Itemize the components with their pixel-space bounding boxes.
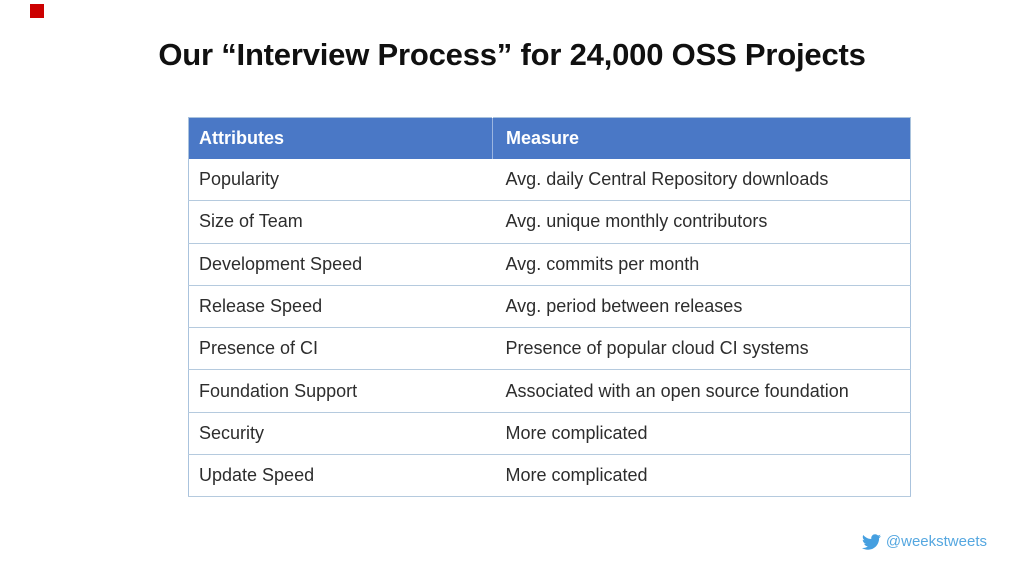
red-square-marker [30, 4, 44, 18]
twitter-bird-icon [861, 533, 881, 550]
attribute-cell: Development Speed [188, 243, 493, 286]
measure-cell: Presence of popular cloud CI systems [492, 327, 911, 371]
table-row: Update Speed More complicated [188, 454, 911, 498]
attribute-cell: Release Speed [188, 285, 493, 329]
measure-cell: Avg. daily Central Repository downloads [492, 159, 911, 202]
measure-cell: Avg. commits per month [492, 243, 911, 286]
table-row: Presence of CI Presence of popular cloud… [188, 327, 911, 371]
attribute-cell: Presence of CI [188, 327, 493, 371]
twitter-footer: @weekstweets [861, 533, 987, 550]
table-row: Release Speed Avg. period between releas… [188, 285, 911, 329]
measure-cell: Avg. period between releases [492, 285, 911, 329]
attribute-cell: Foundation Support [188, 369, 493, 413]
header-cell-measure: Measure [492, 117, 911, 159]
attribute-cell: Size of Team [188, 200, 493, 244]
table-header-row: Attributes Measure [188, 117, 911, 159]
attribute-cell: Security [188, 412, 493, 456]
table-row: Size of Team Avg. unique monthly contrib… [188, 200, 911, 244]
measure-cell: Associated with an open source foundatio… [492, 369, 911, 413]
slide-title: Our “Interview Process” for 24,000 OSS P… [158, 37, 866, 72]
measure-cell: More complicated [492, 454, 911, 498]
table-row: Security More complicated [188, 412, 911, 456]
table-row: Popularity Avg. daily Central Repository… [188, 159, 911, 202]
header-cell-attributes: Attributes [188, 117, 493, 159]
table-row: Development Speed Avg. commits per month [188, 243, 911, 286]
attributes-measure-table: Attributes Measure Popularity Avg. daily… [188, 117, 911, 498]
attribute-cell: Update Speed [188, 454, 493, 498]
measure-cell: Avg. unique monthly contributors [492, 200, 911, 244]
measure-cell: More complicated [492, 412, 911, 456]
table-row: Foundation Support Associated with an op… [188, 369, 911, 413]
attribute-cell: Popularity [188, 159, 493, 202]
twitter-handle: @weekstweets [885, 533, 987, 550]
